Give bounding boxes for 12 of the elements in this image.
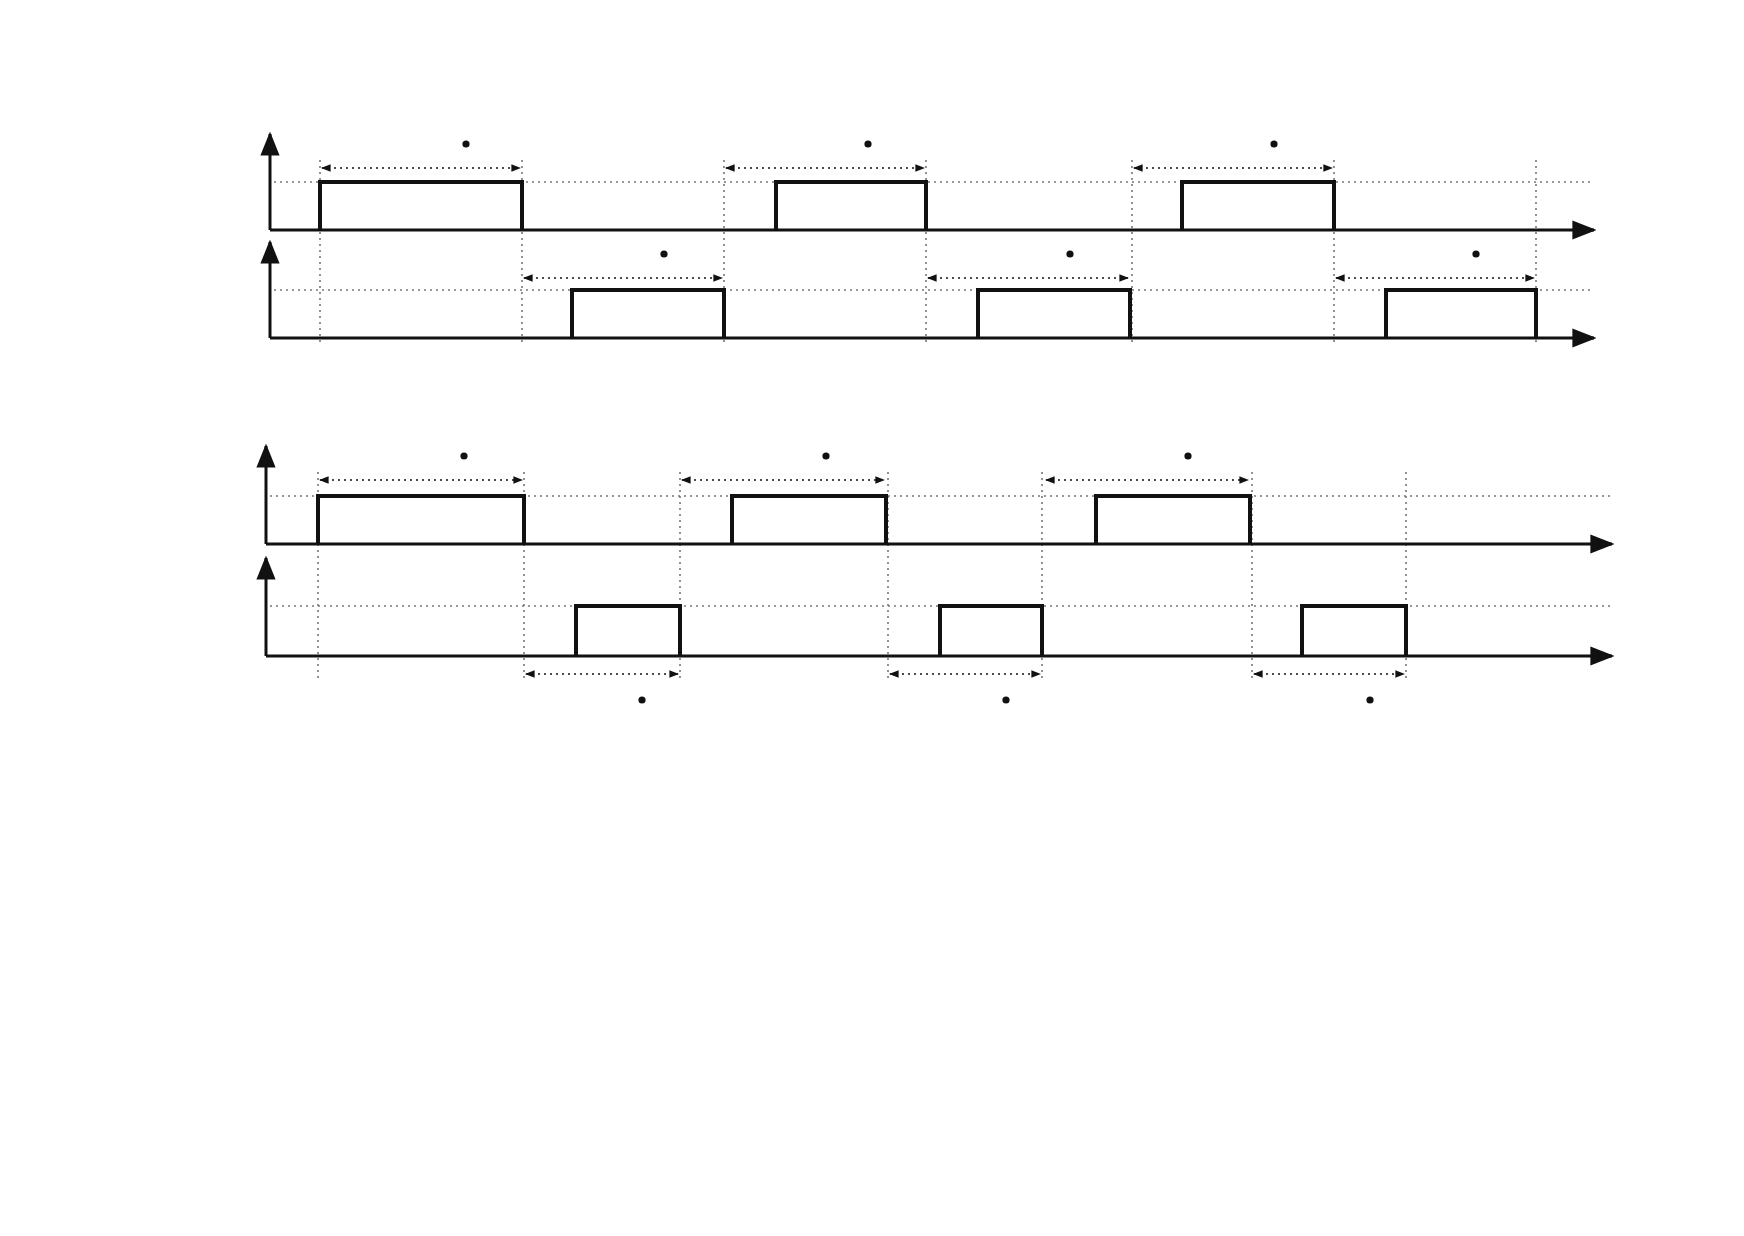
pulse-waveform — [774, 180, 928, 230]
pulse-waveform — [1094, 494, 1252, 544]
pulse-waveform — [730, 494, 888, 544]
pulse-waveform — [976, 288, 1132, 338]
pulse-waveform — [938, 604, 1044, 656]
pulse-waveform — [318, 180, 524, 230]
pulse-waveform — [574, 604, 682, 656]
pulse-waveform — [316, 494, 526, 544]
pulse-waveform — [1384, 288, 1538, 338]
pulse-waveform — [1180, 180, 1336, 230]
pulse-waveform — [570, 288, 726, 338]
pulse-waveform — [1300, 604, 1408, 656]
